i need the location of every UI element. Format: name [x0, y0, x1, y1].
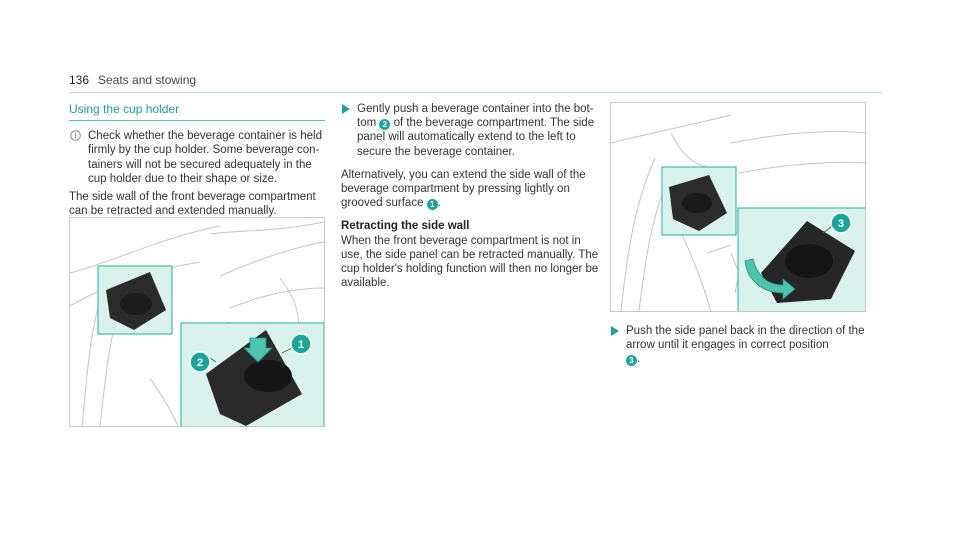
- page-number: 136: [69, 73, 90, 87]
- step-text: Push the side panel back in the directio…: [626, 325, 865, 352]
- press-arrow-icon: [243, 337, 273, 363]
- subsection-title: Retracting the side wall: [341, 220, 470, 233]
- retract-arrow-icon: [744, 258, 796, 300]
- callout-1: 1: [290, 333, 312, 355]
- step-end: .: [637, 353, 641, 366]
- step-text: Gently push a beverage container into th…: [357, 103, 594, 130]
- step-text-cont: of the beverage compartment. The side pa…: [357, 117, 595, 158]
- column-middle: Gently push a beverage container into th…: [341, 102, 603, 290]
- intro-text: The side wall of the front beverage comp…: [69, 191, 316, 218]
- alternative-text: Alternatively, you can extend the side w…: [341, 168, 603, 211]
- column-right: Push the side panel back in the directio…: [610, 324, 868, 376]
- note-text: Check whether the beverage container is …: [88, 130, 322, 185]
- step-push-panel: Push the side panel back in the directio…: [610, 324, 868, 367]
- column-left: Using the cup holder Check whether the b…: [69, 102, 325, 218]
- figure-cupholder-retract: 3: [610, 102, 866, 312]
- badge-1: 1: [426, 199, 438, 211]
- triangle-arrow-icon: [342, 104, 350, 114]
- retract-text: When the front beverage compartment is n…: [341, 234, 599, 290]
- section-header: Seats and stowing: [98, 73, 197, 87]
- callout-2: 2: [189, 351, 211, 373]
- note-block: Check whether the beverage container is …: [69, 129, 325, 186]
- callout-3-label: 3: [838, 218, 844, 230]
- info-icon: [70, 130, 81, 142]
- alternative-end: .: [437, 197, 441, 210]
- badge-3: 3: [626, 355, 637, 367]
- page-header: 136 Seats and stowing: [69, 72, 882, 93]
- section-title: Using the cup holder: [69, 102, 325, 122]
- badge-2: 2: [379, 119, 391, 131]
- callout-1-label: 1: [298, 339, 304, 351]
- figure-cupholder-extend: 1 2: [69, 217, 325, 427]
- callout-2-label: 2: [197, 357, 203, 369]
- alternative-text-body: Alternatively, you can extend the side w…: [341, 168, 586, 210]
- triangle-arrow-icon: [611, 326, 619, 336]
- step-push-container: Gently push a beverage container into th…: [341, 102, 603, 159]
- callout-3: 3: [830, 212, 852, 234]
